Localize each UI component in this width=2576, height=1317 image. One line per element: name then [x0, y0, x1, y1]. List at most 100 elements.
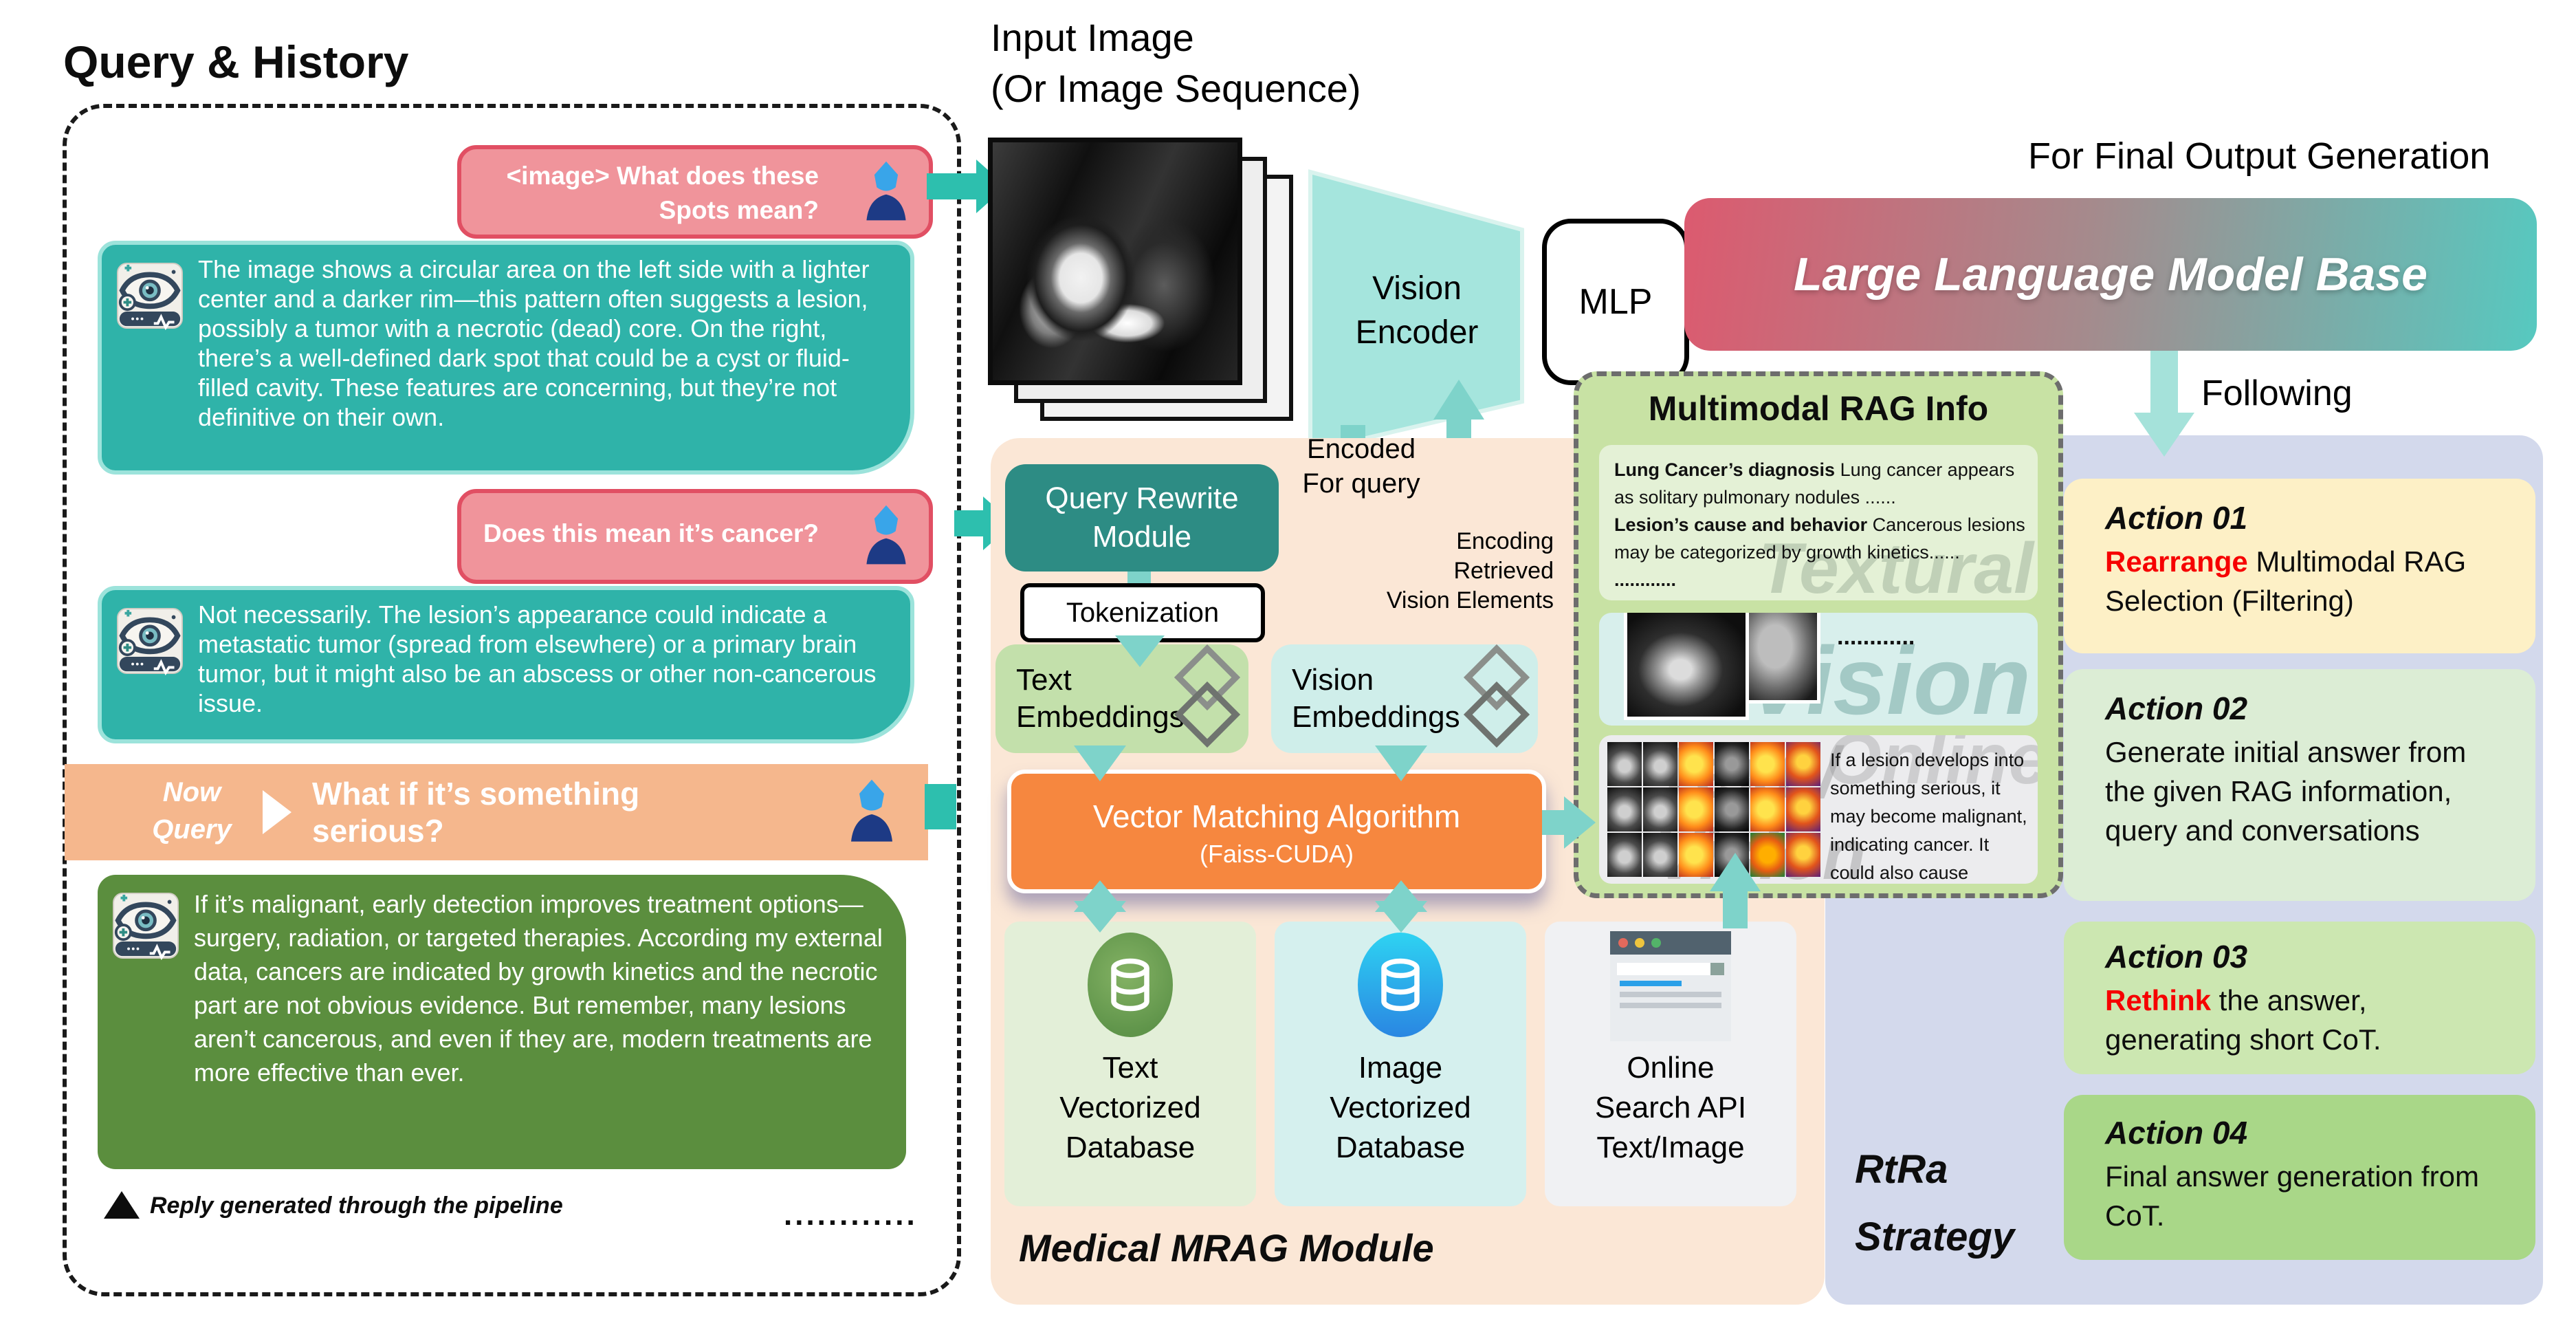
arrow-matcher-to-raginfo	[1542, 810, 1564, 835]
mosaic-cell	[1786, 833, 1820, 877]
following-label: Following	[2201, 373, 2353, 413]
vision-embeddings-label: Vision Embeddings	[1292, 663, 1460, 734]
rag-online-text: If a lesion develops into something seri…	[1830, 750, 2027, 883]
arrow-tokenization-to-embeddings	[1115, 635, 1165, 667]
assistant-reply-bubble-1: The image shows a circular area on the l…	[98, 241, 914, 475]
medical-mrag-module-title: Medical MRAG Module	[1019, 1226, 1434, 1270]
text-embeddings-label: Text Embeddings	[1016, 663, 1185, 734]
final-output-header: For Final Output Generation	[2028, 135, 2491, 177]
arrow-textemb-to-matcher	[1074, 745, 1126, 781]
text-database-label: Text Vectorized Database	[1059, 1051, 1201, 1164]
browser-window-icon	[1610, 931, 1731, 1041]
assistant-avatar-icon	[117, 261, 183, 334]
action-03-card: Action 03 Rethink the answer, generating…	[2064, 922, 2535, 1074]
arrow-visionemb-to-matcher	[1375, 745, 1427, 781]
mosaic-cell	[1750, 787, 1785, 831]
tokenization-box: Tokenization	[1020, 583, 1265, 642]
assistant-reply-bubble-2: Not necessarily. The lesion’s appearance…	[98, 586, 914, 743]
arrow-llm-to-actions	[2150, 351, 2178, 415]
rag-vision-section: ............ Vision	[1599, 613, 2038, 726]
user-avatar-icon	[843, 775, 901, 849]
mosaic-cell	[1643, 833, 1677, 877]
assistant-reply-1-text: The image shows a circular area on the l…	[198, 255, 870, 431]
heart-mri-thumbnail	[1624, 613, 1749, 720]
assistant-final-reply-bubble: If it’s malignant, early detection impro…	[98, 875, 906, 1169]
action-01-highlight: Rearrange	[2105, 545, 2248, 578]
llm-base-box: Large Language Model Base	[1684, 198, 2537, 351]
arrow-matcher-textdb	[1074, 901, 1126, 933]
input-image-title: Input Image (Or Image Sequence)	[991, 16, 1361, 110]
mosaic-cell	[1607, 833, 1642, 877]
chat-panel-title: Query & History	[63, 36, 409, 87]
mosaic-cell	[1607, 742, 1642, 786]
mosaic-cell	[1679, 742, 1713, 786]
mosaic-cell	[1786, 787, 1820, 831]
now-query-text: What if it’s something serious?	[312, 776, 640, 849]
now-query-bar: Now Query What if it’s something serious…	[65, 764, 928, 860]
rewrite-tokenization-connector	[1127, 570, 1151, 585]
now-query-arrow-icon	[263, 790, 291, 834]
mosaic-cell	[1786, 742, 1820, 786]
user-query-1-text: <image> What does these Spots mean?	[506, 162, 819, 224]
user-avatar-icon	[859, 501, 914, 571]
arrow-llm-to-actions-head	[2134, 413, 2194, 457]
vision-embeddings-box: Vision Embeddings	[1271, 644, 1538, 753]
arrow-matcher-to-raginfo-head	[1564, 796, 1596, 849]
embeddings-icon	[1463, 644, 1530, 748]
mosaic-cell	[1643, 742, 1677, 786]
user-query-bubble-2: Does this mean it’s cancer?	[457, 489, 933, 584]
rag-info-title: Multimodal RAG Info	[1648, 389, 1989, 428]
user-query-bubble-1: <image> What does these Spots mean?	[457, 145, 933, 239]
online-search-label: Online Search API Text/Image	[1594, 1051, 1747, 1164]
mosaic-cell	[1643, 787, 1677, 831]
embeddings-icon	[1174, 644, 1241, 748]
image-vectorized-database-card: Image Vectorized Database	[1275, 922, 1526, 1206]
vector-matching-box: Vector Matching Algorithm (Faiss-CUDA)	[1007, 770, 1546, 893]
rag-textual-section: Lung Cancer’s diagnosis Lung cancer appe…	[1599, 445, 2038, 600]
action-01-card: Action 01 Rearrange Multimodal RAG Selec…	[2064, 479, 2535, 653]
arrow-online-to-raginfo-head	[1710, 853, 1761, 891]
assistant-avatar-icon	[117, 607, 183, 679]
multimodal-rag-info-box: Multimodal RAG Info Lung Cancer’s diagno…	[1574, 371, 2063, 898]
action-02-card: Action 02 Generate initial answer from t…	[2064, 669, 2535, 901]
query-rewrite-module: Query Rewrite Module	[1005, 464, 1279, 572]
arrow-encoding-retrieved-head	[1433, 380, 1484, 420]
now-query-connector	[925, 784, 956, 829]
assistant-avatar-icon	[113, 891, 179, 964]
text-vectorized-database-card: Text Vectorized Database	[1004, 922, 1256, 1206]
pipeline-footnote: Reply generated through the pipeline	[150, 1193, 563, 1219]
mosaic-cell	[1715, 787, 1749, 831]
mosaic-cell	[1715, 742, 1749, 786]
vision-encoder-label: Vision Encoder	[1355, 270, 1479, 351]
mosaic-cell	[1679, 833, 1713, 877]
assistant-final-reply-text: If it’s malignant, early detection impro…	[194, 890, 883, 1087]
rag-online-section: If a lesion develops into something seri…	[1599, 735, 2038, 884]
action-04-card: Action 04 Final answer generation from C…	[2064, 1095, 2535, 1260]
input-mri-image	[988, 138, 1242, 385]
arrow-history-to-rewrite	[954, 510, 983, 536]
arrow-online-to-raginfo	[1723, 889, 1748, 928]
watermark-textural: Textural	[1758, 529, 2034, 600]
mosaic-cell	[1607, 787, 1642, 831]
encoded-for-query-label: Encoded For query	[1302, 434, 1420, 499]
rtra-strategy-label: RtRa Strategy	[1855, 1147, 2015, 1259]
arrow-matcher-imagedb	[1375, 901, 1427, 933]
rag-vision-ellipsis: ............	[1837, 624, 1915, 650]
online-search-api-card: Online Search API Text/Image	[1545, 922, 1796, 1206]
mosaic-cell	[1750, 742, 1785, 786]
query-history-panel	[63, 104, 961, 1296]
encoding-retrieved-label: Encoding Retrieved Vision Elements	[1386, 528, 1554, 613]
text-database-icon	[1088, 933, 1173, 1037]
image-database-icon	[1358, 933, 1443, 1037]
user-avatar-icon	[859, 157, 914, 227]
user-query-2-text: Does this mean it’s cancer?	[483, 519, 819, 547]
reply-marker-icon	[104, 1191, 140, 1219]
image-database-label: Image Vectorized Database	[1330, 1051, 1471, 1164]
history-ellipsis: ............	[784, 1198, 918, 1232]
arrow-query-to-image	[927, 173, 976, 199]
assistant-reply-2-text: Not necessarily. The lesion’s appearance…	[198, 600, 877, 717]
action-03-highlight: Rethink	[2105, 984, 2212, 1016]
now-query-label: Now Query	[152, 777, 232, 845]
mlp-box: MLP	[1542, 219, 1689, 385]
mosaic-cell	[1679, 787, 1713, 831]
